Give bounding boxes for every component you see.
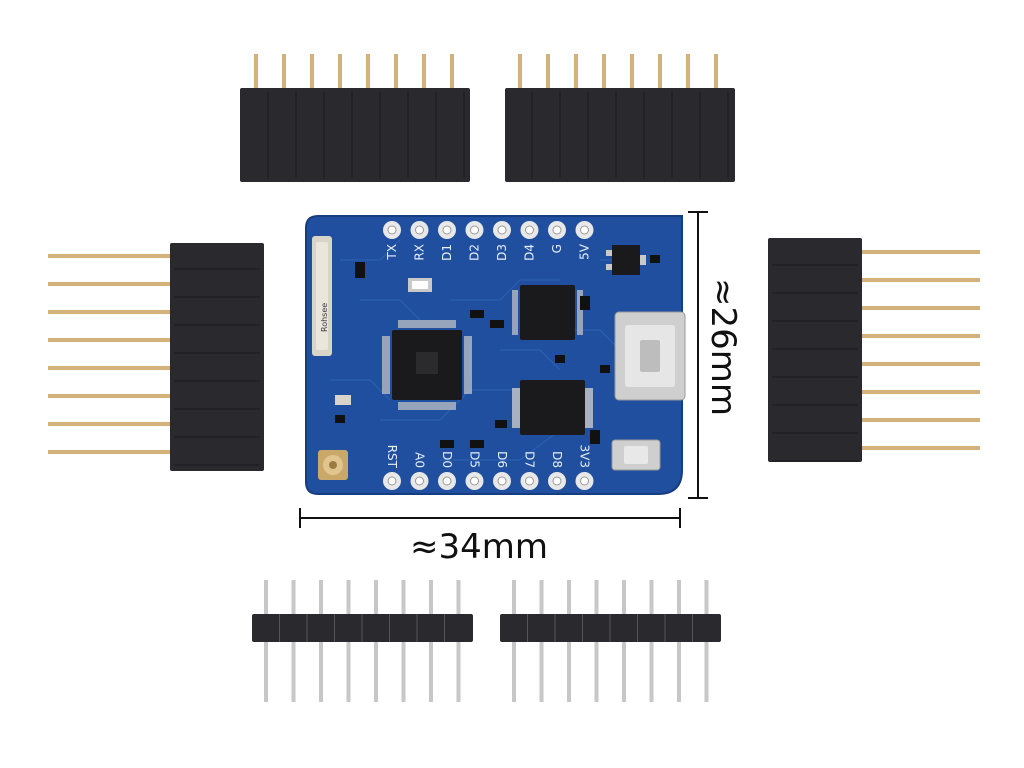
top-female-headers [240,54,735,182]
pin-hole [497,225,507,235]
header-pin [366,54,370,90]
pin-hole [497,476,507,486]
female-header-left [48,243,264,471]
header-pin [714,54,718,90]
smd-components [335,255,660,448]
antenna-silk-text: Rohsee [320,303,329,332]
top-pin-label: RX [413,244,427,261]
pin-hole [415,476,424,486]
female-header-top-right [505,54,735,182]
header-pin [48,310,172,314]
header-pin [574,54,578,90]
usb-serial-chip [512,285,583,340]
pin-hole [387,476,397,486]
header-pin [48,254,172,258]
bottom-pin-label: D6 [495,451,509,468]
header-pin [48,394,172,398]
header-pin [546,54,550,90]
header-pin [254,54,258,90]
top-pin-label: D2 [468,244,482,261]
header-pin [860,362,980,366]
pin-hole [525,225,534,235]
pin-hole [552,225,562,235]
header-pin [658,54,662,90]
width-dimension: ≈34mm [299,508,681,567]
bottom-pin-label: D0 [440,451,454,468]
pin-hole [387,225,397,235]
header-pin [48,338,172,342]
header-pin [48,366,172,370]
female-header-top-left [240,54,470,182]
top-pin-label: D4 [523,244,537,261]
header-pin [860,250,980,254]
header-pin [630,54,634,90]
top-pin-label: 5V [578,243,592,260]
header-pin [602,54,606,90]
pin-hole [470,225,479,235]
header-pin [860,446,980,450]
pin-hole [442,476,452,486]
pin-hole [415,225,424,235]
male-header-bottom-left [252,580,473,702]
pin-hole [552,476,562,486]
top-pin-labels: TX RX D1 D2 D3 D4 G 5V [385,243,592,261]
bottom-pin-label: 3V3 [578,445,592,468]
header-pin [48,282,172,286]
height-dimension: ≈26mm [688,211,743,499]
header-pin [282,54,286,90]
header-pin [518,54,522,90]
voltage-regulator [606,245,646,275]
antenna-component: Rohsee [312,236,332,356]
top-pin-label: D1 [440,244,454,261]
ufl-connector [318,450,348,480]
header-pin [310,54,314,90]
esp-chip [382,320,472,410]
header-pin [860,390,980,394]
bottom-pin-labels: RST A0 D0 D5 D6 D7 D8 3V3 [385,445,592,469]
header-pin [48,422,172,426]
pin-hole [580,476,589,486]
bottom-pin-label: D7 [523,451,537,468]
header-pin [860,418,980,422]
top-pin-holes [383,221,594,239]
top-pin-label: G [550,244,564,253]
male-header-bottom-right [500,580,721,702]
header-pin [860,306,980,310]
header-pin [422,54,426,90]
bottom-pin-label: D8 [550,451,564,468]
pin-hole [470,476,479,486]
bottom-pin-label: D5 [468,451,482,468]
header-pin [860,334,980,338]
width-label: ≈34mm [410,527,548,567]
pin-hole [525,476,534,486]
pcb-board: TX RX D1 D2 D3 D4 G 5V RST A0 D0 D5 D6 D7 D8 3V3 Rohse… [305,215,686,495]
bottom-pin-holes [383,472,594,490]
reset-button [611,439,661,471]
header-pin [338,54,342,90]
bottom-pin-label: A0 [413,452,427,468]
header-pin [394,54,398,90]
pin-hole [442,225,452,235]
header-pin [48,450,172,454]
micro-usb-port [614,311,686,401]
header-pin [860,278,980,282]
pin-hole [580,225,589,235]
flash-chip [512,380,593,435]
female-header-right [768,238,980,462]
bottom-pin-label: RST [385,445,399,469]
header-pin [686,54,690,90]
header-pin [450,54,454,90]
top-pin-label: TX [385,244,399,261]
top-pin-label: D3 [495,244,509,261]
height-label: ≈26mm [703,278,743,416]
